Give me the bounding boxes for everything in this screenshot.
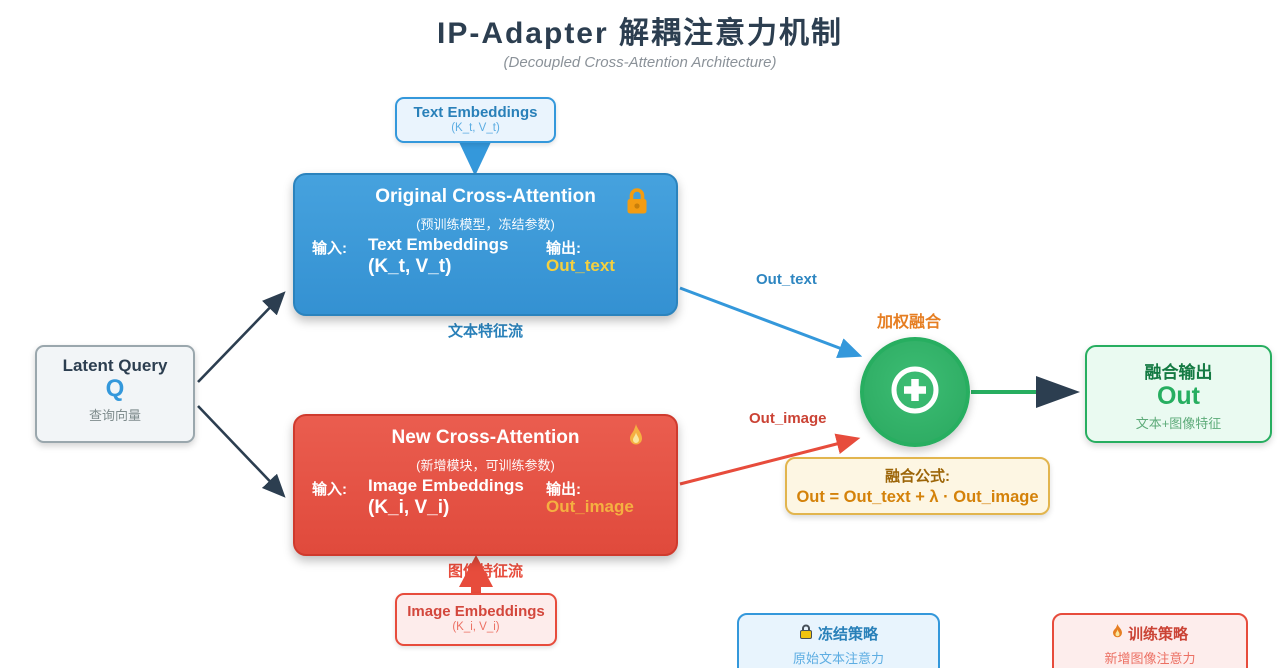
weighted-fusion-label: 加权融合 (877, 314, 942, 331)
train-strategy-title-text: 训练策略 (1127, 626, 1188, 643)
plus-circle-icon (886, 361, 944, 424)
query-to-new-arrow (197, 405, 286, 498)
freeze-strategy-title-text: 冻结策略 (817, 626, 878, 643)
new-attention-title: New Cross-Attention (391, 427, 580, 448)
train-strategy-line1: 新增图像注意力 (1104, 651, 1196, 666)
text-embeddings-title: Text Embeddings (413, 104, 538, 121)
original-attention-title: Original Cross-Attention (375, 186, 596, 207)
train-strategy-title: 训练策略 (1112, 623, 1188, 644)
original-input-label: 输入: (312, 240, 347, 257)
latent-query-caption: 查询向量 (88, 408, 141, 424)
new-input-label: 输入: (312, 481, 347, 498)
new-output-label: 输出: (546, 481, 581, 498)
fused-output-box: 融合输出 Out 文本+图像特征 (1085, 345, 1272, 443)
query-to-original-arrow (197, 291, 286, 383)
text-embeddings-caption: (K_t, V_t) (451, 122, 500, 134)
original-attention-subtitle: (预训练模型，冻结参数) (416, 217, 555, 232)
out-image-arrow (679, 433, 861, 486)
freeze-strategy-line1: 原始文本注意力 (792, 651, 884, 666)
formula-expression: Out = Out_text + λ · Out_image (796, 488, 1039, 506)
freeze-strategy-title: 冻结策略 (799, 623, 878, 644)
fusion-formula-box: 融合公式: Out = Out_text + λ · Out_image (785, 457, 1050, 515)
flame-icon (628, 424, 644, 454)
image-embeddings-box: Image Embeddings (K_i, V_i) (395, 593, 557, 646)
original-input-value: Text Embeddings (368, 235, 509, 254)
text-embeddings-box: Text Embeddings (K_t, V_t) (395, 97, 556, 143)
formula-title: 融合公式: (885, 468, 950, 485)
original-output-label: 输出: (546, 240, 581, 257)
text-stream-label: 文本特征流 (448, 323, 524, 340)
text-embeddings-connector-triangle (459, 142, 491, 176)
original-input-kv: (K_t, V_t) (368, 256, 452, 277)
fused-output-caption: 文本+图像特征 (1135, 415, 1222, 431)
new-output-value: Out_image (546, 497, 634, 516)
mini-flame-icon (1112, 624, 1123, 643)
fusion-node (860, 337, 970, 447)
fused-output-title: 融合输出 (1144, 363, 1213, 382)
out-text-arrow-label: Out_text (756, 271, 817, 288)
fused-output-symbol: Out (1156, 382, 1201, 410)
train-strategy-box: 训练策略 新增图像注意力 仅训练该模块 (1052, 613, 1248, 668)
new-cross-attention-box: New Cross-Attention (新增模块，可训练参数) 输入: Ima… (293, 414, 678, 556)
out-image-arrow-label: Out_image (749, 410, 827, 427)
page-title: IP-Adapter 解耦注意力机制 (436, 17, 844, 50)
new-input-kv: (K_i, V_i) (368, 497, 450, 518)
original-output-value: Out_text (546, 256, 615, 275)
image-embeddings-connector-triangle (459, 555, 493, 587)
lock-icon (624, 187, 650, 221)
original-cross-attention-box: Original Cross-Attention (预训练模型，冻结参数) 输入… (293, 173, 678, 316)
page-subtitle: (Decoupled Cross-Attention Architecture) (503, 54, 777, 71)
latent-query-box: Latent Query Q 查询向量 (35, 345, 195, 443)
fusion-to-output-arrowhead (1036, 376, 1080, 408)
out-text-arrow (679, 286, 863, 358)
latent-query-title: Latent Query (62, 356, 168, 375)
latent-query-symbol: Q (105, 375, 125, 402)
mini-lock-icon (799, 624, 813, 643)
freeze-strategy-box: 冻结策略 原始文本注意力 保持预训练权重 (737, 613, 940, 668)
new-attention-subtitle: (新增模块，可训练参数) (416, 458, 555, 473)
new-input-value: Image Embeddings (368, 476, 524, 495)
image-embeddings-title: Image Embeddings (407, 603, 545, 620)
image-embeddings-caption: (K_i, V_i) (452, 621, 500, 633)
